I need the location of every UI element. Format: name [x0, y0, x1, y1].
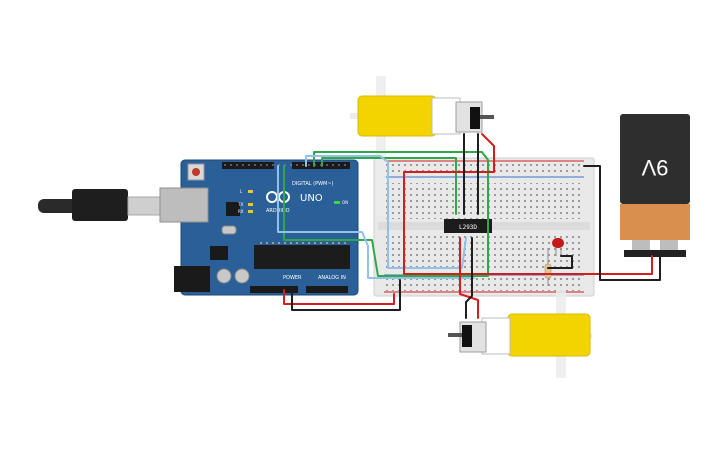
motor-axle — [350, 113, 364, 119]
analog-header — [306, 286, 348, 293]
chip-pins-top — [444, 214, 492, 219]
led-red — [552, 238, 564, 248]
led-rx-label: RX — [238, 209, 244, 214]
battery-terminal — [632, 240, 650, 250]
chip-label: L293D — [459, 224, 477, 231]
led-tx-label: TX — [237, 202, 243, 207]
motor-can — [431, 97, 461, 135]
voltage-regulator — [210, 246, 228, 260]
usb-plug — [72, 189, 128, 221]
terminal-strip-lower — [384, 233, 584, 269]
crystal — [221, 225, 237, 235]
dc-motor-top — [350, 76, 494, 216]
atmega-pins-bottom — [256, 269, 348, 272]
atmega-pins-top — [256, 242, 348, 245]
battery-top-half — [620, 114, 690, 204]
wire-black — [465, 237, 473, 319]
reset-button-cap[interactable] — [192, 168, 200, 176]
wire-black — [583, 165, 661, 281]
battery-9v: 9V — [620, 114, 690, 257]
wire-green — [321, 157, 457, 215]
chip-pins-bottom — [444, 233, 492, 238]
model-label: UNO — [300, 193, 323, 204]
chip-body — [444, 219, 492, 233]
wire-black — [291, 279, 401, 311]
wire-blue — [305, 155, 467, 269]
led-l-label: L — [240, 189, 243, 194]
motor-shaft-top — [376, 76, 386, 216]
bottom-power-rail — [384, 277, 584, 291]
power-label: POWER — [283, 275, 302, 281]
wire-red — [403, 133, 605, 275]
dc-jack — [174, 266, 210, 292]
wires — [277, 133, 661, 319]
dc-motor-bottom — [448, 290, 592, 378]
arduino-uno-board: L TX RX ON ARDUINO UNO DIGITAL (PWM~) PO… — [38, 159, 359, 296]
power-header — [250, 286, 298, 293]
analog-label: ANALOG IN — [318, 275, 346, 281]
motor-pin — [448, 333, 462, 337]
led-component — [552, 238, 564, 256]
motor-gearbox — [357, 95, 437, 137]
motor-terminal-block — [462, 325, 472, 347]
usb-jack — [159, 187, 209, 223]
led-l-indicator — [248, 190, 253, 193]
wire-red — [603, 255, 653, 275]
wire-black — [547, 255, 573, 269]
capacitor — [234, 268, 250, 284]
wire-red — [283, 289, 395, 305]
wire-red — [459, 237, 479, 319]
wire-green — [283, 151, 489, 277]
digital-header-pins — [222, 162, 350, 169]
wire-blue — [277, 165, 475, 279]
l293d-chip: L293D — [444, 214, 492, 238]
battery-snap-connector — [624, 250, 686, 257]
motor-gearbox — [507, 313, 591, 357]
battery-label: 9V — [641, 155, 668, 180]
motor-pin — [480, 115, 494, 119]
battery-bottom-half — [620, 204, 690, 240]
usb-plug-metal — [127, 196, 163, 216]
usb-chip — [226, 202, 240, 216]
top-power-rail — [384, 162, 584, 176]
motor-terminal-block — [470, 107, 480, 129]
resistor-body — [544, 263, 552, 279]
battery-terminal — [660, 240, 678, 250]
atmega-chip — [254, 245, 350, 269]
terminal-strip-upper — [384, 183, 584, 219]
digital-label: DIGITAL (PWM~) — [292, 181, 334, 187]
capacitor — [216, 268, 232, 284]
led-on-indicator — [334, 201, 340, 204]
led-on-label: ON — [342, 200, 348, 205]
usb-cable — [38, 199, 78, 213]
led-tx-indicator — [248, 203, 253, 206]
led-rx-indicator — [248, 210, 253, 213]
